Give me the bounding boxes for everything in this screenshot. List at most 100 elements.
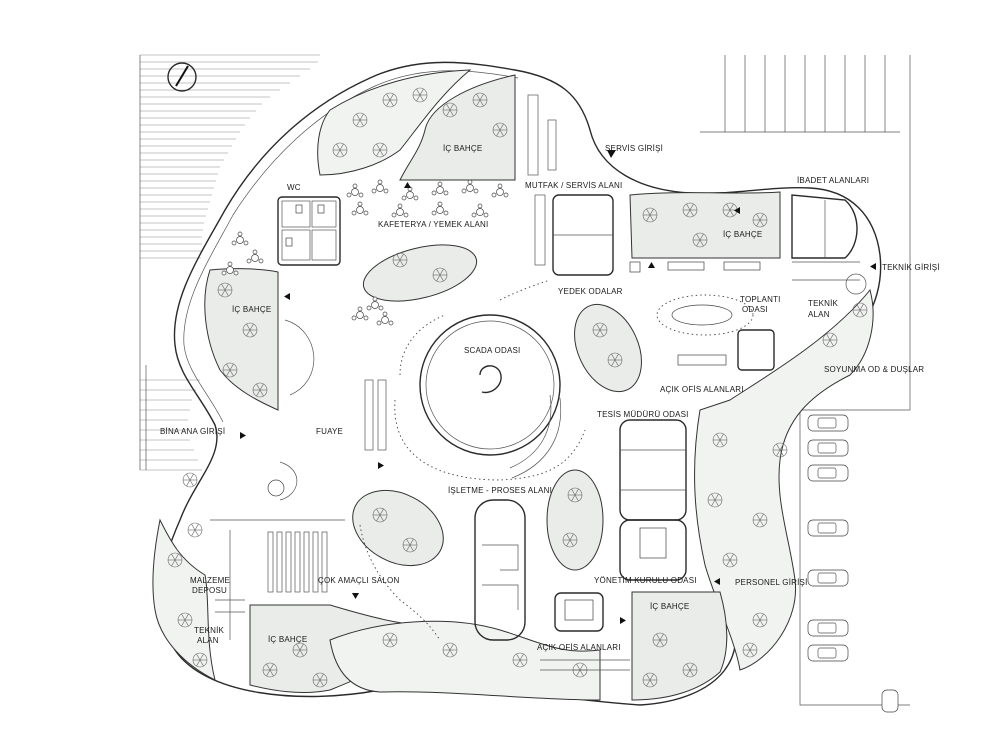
label-mutfak: MUTFAK / SERVİS ALANI xyxy=(525,181,622,190)
tree-symbol-icon xyxy=(492,122,508,138)
tree-symbol-icon xyxy=(607,352,623,368)
tree-symbol-icon xyxy=(752,512,768,528)
tree-symbol-icon xyxy=(652,632,668,648)
tree-symbol-icon xyxy=(642,207,658,223)
label-teknik-alan-r1: TEKNİK xyxy=(808,299,839,308)
parked-car-icon xyxy=(807,414,849,432)
label-bina-ana-girisi: BİNA ANA GİRİŞİ xyxy=(160,427,225,436)
label-isletme: İŞLETME - PROSES ALANI xyxy=(448,486,552,495)
tree-symbol-icon xyxy=(382,632,398,648)
cafe-table xyxy=(431,201,449,216)
parked-car-icon xyxy=(807,464,849,482)
label-acik-ofis-bottom: AÇIK OFİS ALANLARI xyxy=(537,643,621,652)
tree-symbol-icon xyxy=(682,202,698,218)
label-cok-amacli: ÇOK AMAÇLI SALON xyxy=(318,576,399,585)
tree-symbol-icon xyxy=(682,662,698,678)
cafe-table xyxy=(246,249,264,264)
cafe-table xyxy=(391,203,409,218)
tree-symbol-icon xyxy=(192,652,208,668)
seat-row xyxy=(276,531,283,593)
cafe-table xyxy=(376,311,394,326)
tree-symbol-icon xyxy=(312,672,328,688)
tree-symbol-icon xyxy=(772,442,788,458)
north-arrow-icon xyxy=(167,62,197,92)
process-area xyxy=(474,499,526,641)
label-kafeterya: KAFETERYA / YEMEK ALANI xyxy=(378,220,488,229)
tree-symbol-icon xyxy=(412,87,428,103)
label-acik-ofis-top: AÇIK OFİS ALANLARI xyxy=(660,385,744,394)
tree-symbol-icon xyxy=(712,432,728,448)
manager-block xyxy=(619,419,687,581)
label-toplanti-2: ODASI xyxy=(742,305,768,314)
tree-symbol-icon xyxy=(352,112,368,128)
tree-symbol-icon xyxy=(642,672,658,688)
tree-symbol-icon xyxy=(752,212,768,228)
parked-car-icon xyxy=(807,569,849,587)
tree-symbol-icon xyxy=(442,102,458,118)
parked-car-icon xyxy=(881,689,899,713)
tree-symbol-icon xyxy=(182,472,198,488)
garden-bottom-right xyxy=(631,591,728,701)
tree-symbol-icon xyxy=(292,642,308,658)
seat-row xyxy=(312,531,319,593)
garden-right xyxy=(629,191,781,259)
label-teknik-girisi: TEKNİK GİRİŞİ xyxy=(882,263,940,272)
label-toplanti-1: TOPLANTI xyxy=(740,295,781,304)
tree-symbol-icon xyxy=(402,537,418,553)
ellipse-garden-lower-left xyxy=(352,489,444,567)
cafe-table xyxy=(351,201,369,216)
tree-symbol-icon xyxy=(722,552,738,568)
cafe-table xyxy=(346,183,364,198)
label-teknik-alan-l2: ALAN xyxy=(197,636,219,645)
cafe-table xyxy=(461,179,479,194)
tree-symbol-icon xyxy=(562,532,578,548)
label-ic-bahce-top: İÇ BAHÇE xyxy=(443,144,482,153)
cafe-table xyxy=(366,296,384,311)
tree-symbol-icon xyxy=(167,87,868,688)
room-labels: İÇ BAHÇE WC KAFETERYA / YEMEK ALANI MUTF… xyxy=(160,144,940,652)
label-fuaye: FUAYE xyxy=(316,427,343,436)
building-outline xyxy=(159,61,882,706)
cafe-table xyxy=(221,261,239,276)
label-ic-bahce-bottom-left: İÇ BAHÇE xyxy=(268,635,307,644)
tree-symbol-icon xyxy=(752,612,768,628)
parked-car-icon xyxy=(807,414,899,713)
tree-symbol-icon xyxy=(177,612,193,628)
cafe-table xyxy=(371,179,389,194)
cafe-table xyxy=(401,186,419,201)
tree-symbol-icon xyxy=(222,362,238,378)
label-personel-girisi: PERSONEL GİRİŞİ xyxy=(735,578,808,587)
tree-symbol-icon xyxy=(167,552,183,568)
label-ic-bahce-bottom-right: İÇ BAHÇE xyxy=(650,602,689,611)
tree-symbol-icon xyxy=(567,487,583,503)
foyer-seating xyxy=(267,319,387,501)
label-ic-bahce-right: İÇ BAHÇE xyxy=(723,230,762,239)
label-soyunma: SOYUNMA OD & DUŞLAR xyxy=(824,365,924,374)
scada-room xyxy=(394,314,586,481)
cafe-table xyxy=(231,231,249,246)
tree-symbol-icon xyxy=(372,507,388,523)
open-office-bottom xyxy=(540,592,630,671)
garden-right-edge xyxy=(694,288,874,671)
open-office-top xyxy=(629,261,761,366)
tree-symbol-icon xyxy=(852,302,868,318)
tree-symbol-icon xyxy=(252,382,268,398)
label-yedek-odalar: YEDEK ODALAR xyxy=(558,287,623,296)
cafe-table xyxy=(471,203,489,218)
cafe-table xyxy=(491,183,509,198)
label-ibadet: İBADET ALANLARI xyxy=(797,176,869,185)
tree-symbol-icon xyxy=(707,492,723,508)
garden-top xyxy=(399,74,516,181)
garden-left xyxy=(204,268,279,411)
site-hatching xyxy=(139,54,911,706)
tree-symbol-icon xyxy=(432,267,448,283)
label-malzeme-1: MALZEME xyxy=(190,576,230,585)
seat-row xyxy=(303,531,310,593)
parked-car-icon xyxy=(807,619,849,637)
tree-symbol-icon xyxy=(742,642,758,658)
tree-symbol-icon xyxy=(822,332,838,348)
seat-row xyxy=(294,531,301,593)
parked-car-icon xyxy=(807,519,849,537)
ellipse-garden-lower-center xyxy=(546,469,604,571)
